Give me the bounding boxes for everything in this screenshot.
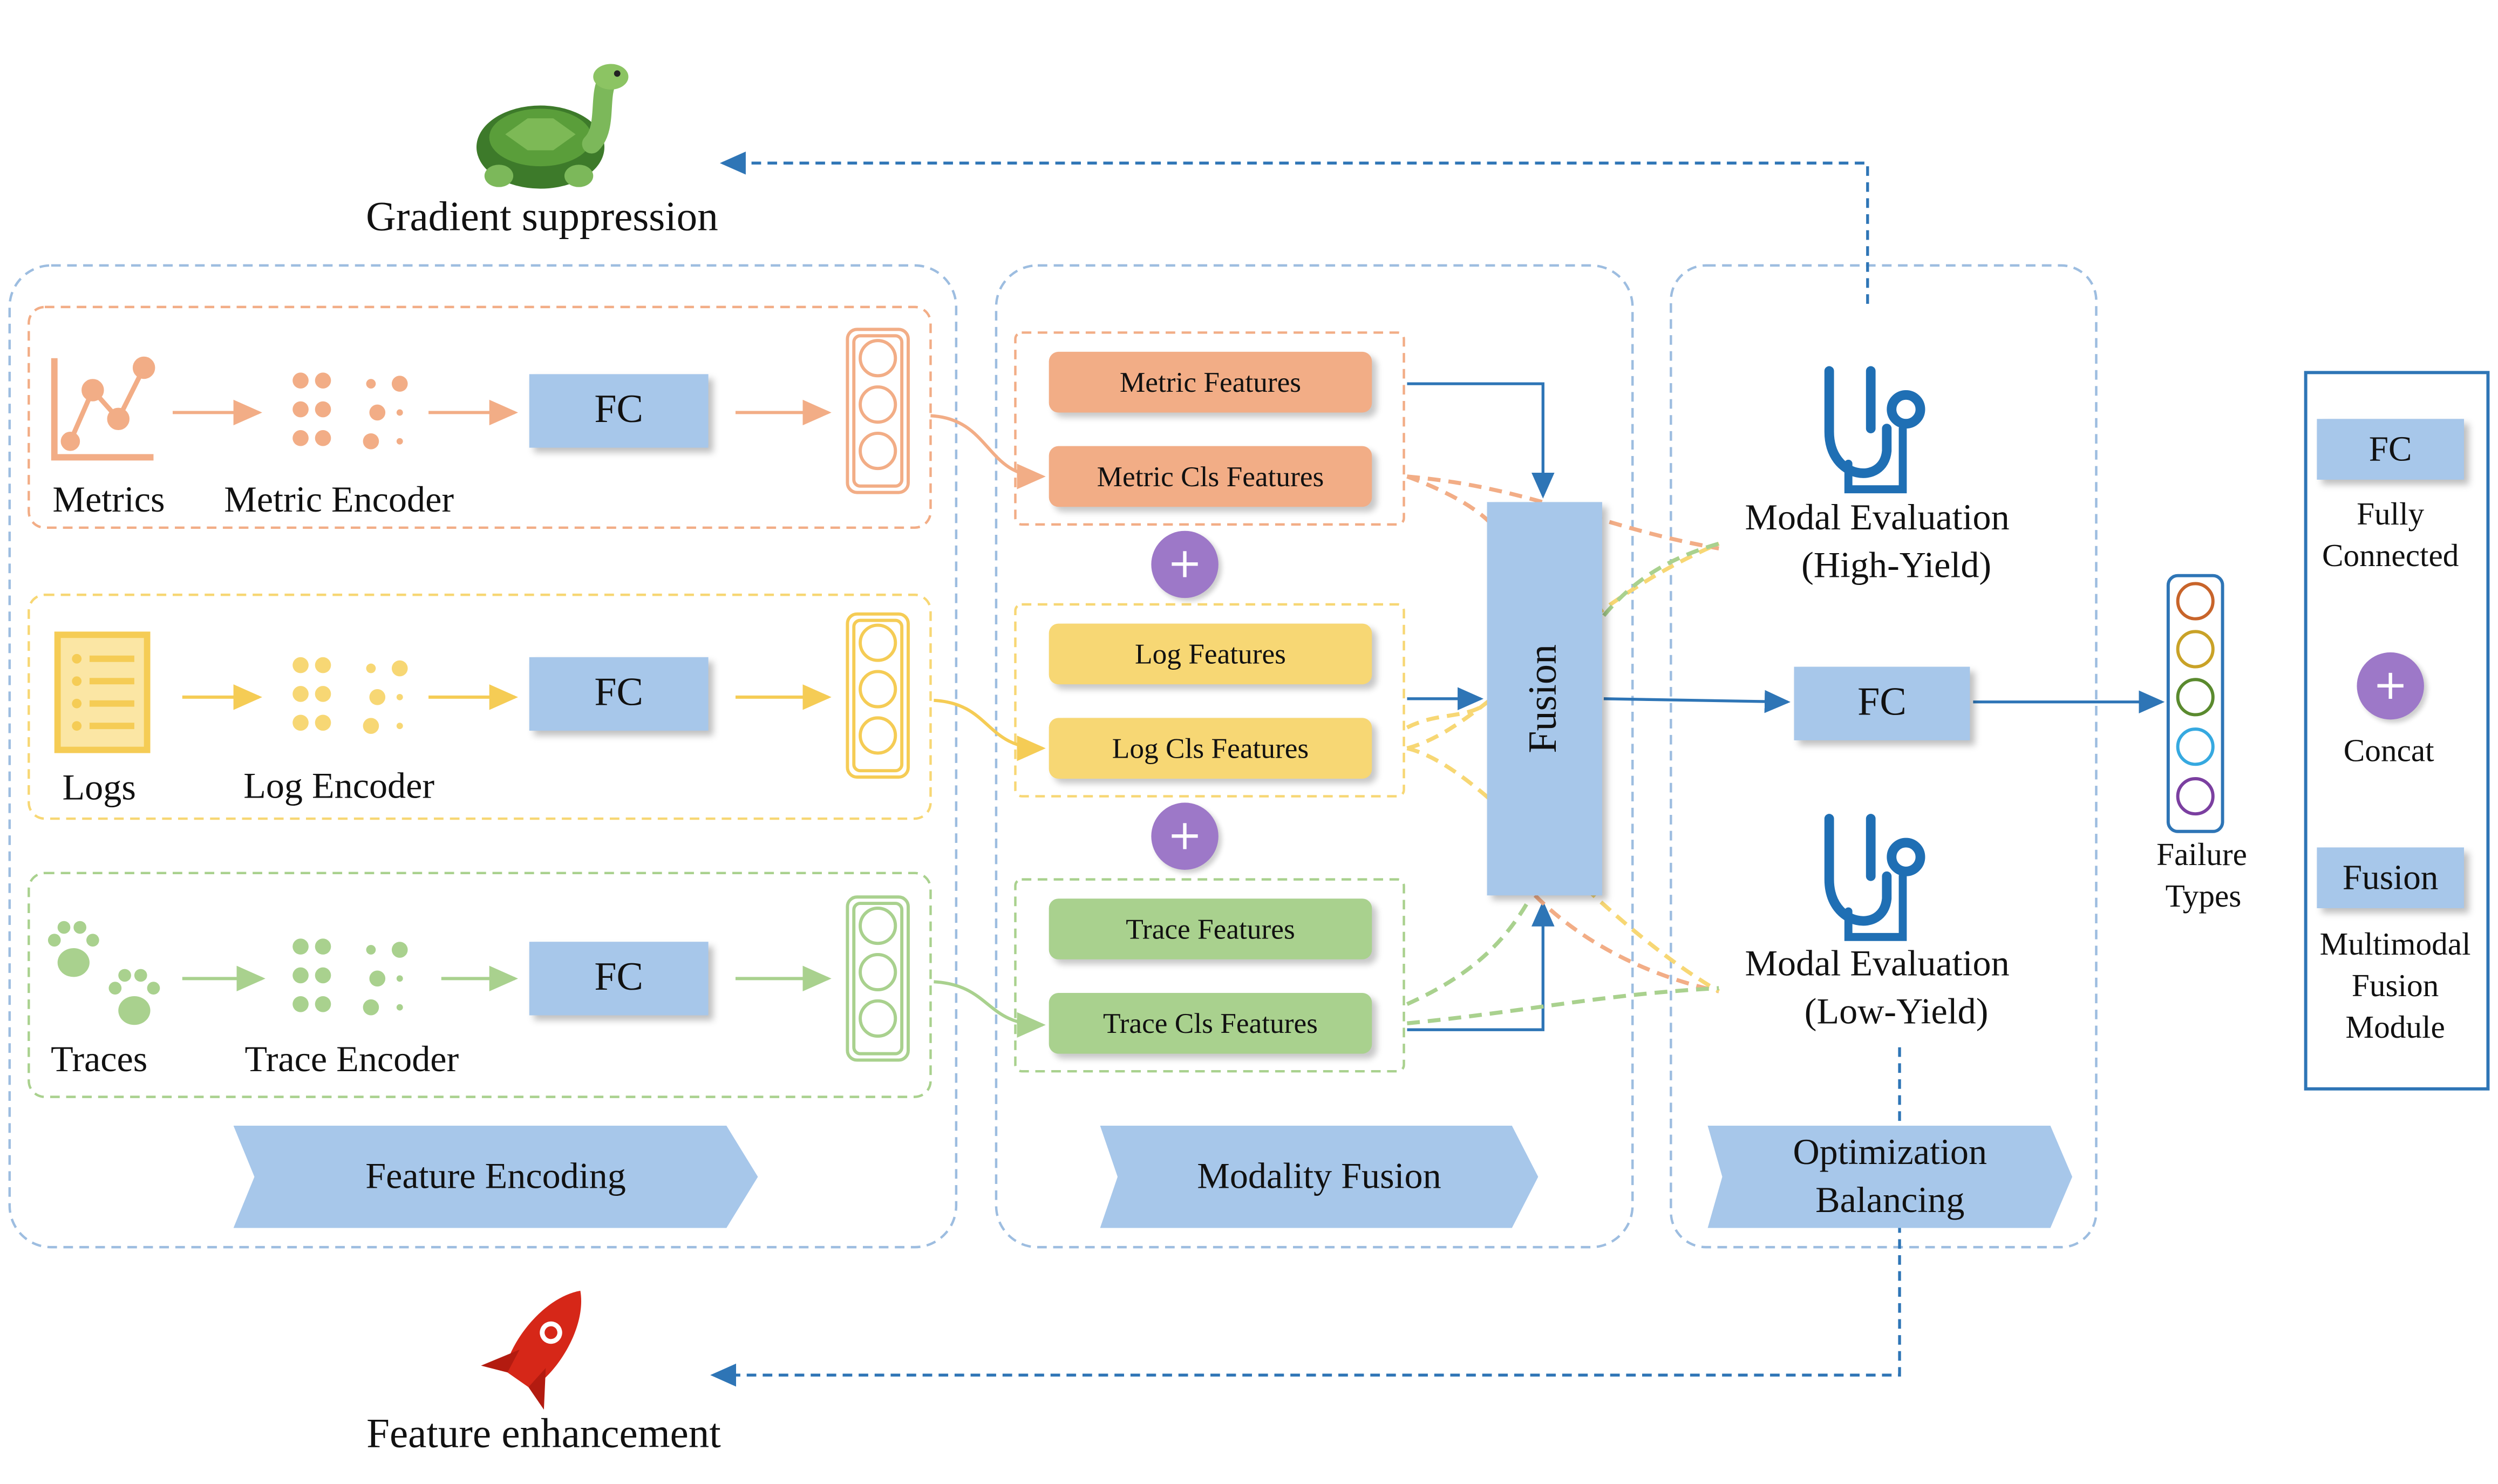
trace-cls-features-box: Trace Cls Features [1049, 993, 1372, 1054]
log-fc-box: FC [529, 657, 709, 731]
fusion-module-box: Fusion [1487, 502, 1602, 896]
feature-encoding-banner: Feature Encoding [233, 1125, 758, 1228]
logs-label: Logs [62, 767, 136, 808]
metric-cls-features-box: Metric Cls Features [1049, 446, 1372, 507]
legend-fusion-line2: Fusion [2351, 969, 2439, 1004]
metric-vector-icon [846, 328, 910, 494]
optimization-panel [1670, 264, 2098, 1249]
metric-row-box [28, 305, 932, 529]
legend-fusion-line1: Multimodal [2319, 927, 2471, 963]
log-encoder-label: Log Encoder [243, 766, 435, 806]
legend-fc-line2: Connected [2322, 539, 2459, 574]
concat-plus-icon-1: + [1151, 530, 1219, 598]
failure-types-line2: Types [2165, 879, 2242, 915]
trace-fc-box: FC [529, 942, 709, 1016]
feature-encoding-panel [8, 264, 958, 1249]
metric-encoder-label: Metric Encoder [224, 479, 454, 520]
metrics-chart-icon [51, 356, 155, 461]
low-yield-line1: Modal Evaluation [1745, 943, 2010, 984]
high-yield-line2: (High-Yield) [1801, 545, 1992, 586]
rocket-icon [481, 1290, 581, 1410]
log-vector-icon [846, 612, 910, 779]
stethoscope-icon-low [1824, 814, 1925, 941]
low-yield-line2: (Low-Yield) [1804, 991, 1989, 1032]
concat-plus-icon-2: + [1151, 802, 1219, 870]
legend-fc-box: FC [2317, 419, 2464, 480]
modality-fusion-panel [995, 264, 1634, 1249]
legend-box [2304, 371, 2490, 1091]
modality-fusion-banner: Modality Fusion [1100, 1125, 1539, 1228]
feature-enhancement-label: Feature enhancement [366, 1410, 721, 1457]
stethoscope-icon-high [1824, 366, 1925, 494]
trace-encoder-icon [292, 938, 408, 1016]
fusion-label: Fusion [1522, 644, 1565, 753]
legend-concat-plus-icon: + [2357, 652, 2424, 720]
log-features-box: Log Features [1049, 623, 1372, 685]
output-fc-box: FC [1794, 666, 1970, 740]
high-yield-line1: Modal Evaluation [1745, 497, 2010, 537]
legend-concat-label: Concat [2343, 734, 2434, 770]
optimization-balancing-banner: Optimization Balancing [1707, 1125, 2073, 1228]
trace-encoder-label: Trace Encoder [244, 1039, 459, 1080]
log-cls-features-box: Log Cls Features [1049, 718, 1372, 779]
metric-features-box: Metric Features [1049, 351, 1372, 413]
trace-features-box: Trace Features [1049, 898, 1372, 959]
traces-paw-icon [47, 921, 160, 1025]
failure-types-line1: Failure [2156, 838, 2247, 873]
metrics-label: Metrics [52, 479, 165, 520]
log-encoder-icon [292, 657, 408, 734]
metric-fc-box: FC [529, 374, 709, 448]
traces-label: Traces [51, 1039, 148, 1080]
optimization-banner-line2: Balancing [1815, 1180, 1965, 1220]
failure-types-vector-icon [2166, 574, 2224, 833]
legend-fusion-box: Fusion [2317, 847, 2464, 908]
log-row-box [28, 594, 932, 820]
trace-row-box [28, 872, 932, 1098]
trace-vector-icon [846, 895, 910, 1062]
logs-list-icon [54, 631, 151, 753]
turtle-icon [476, 64, 629, 189]
optimization-banner-line1: Optimization [1793, 1132, 1987, 1172]
metric-encoder-icon [292, 372, 408, 450]
gradient-suppression-label: Gradient suppression [366, 193, 718, 240]
legend-fc-line1: Fully [2357, 497, 2425, 533]
legend-fusion-line3: Module [2345, 1010, 2445, 1046]
